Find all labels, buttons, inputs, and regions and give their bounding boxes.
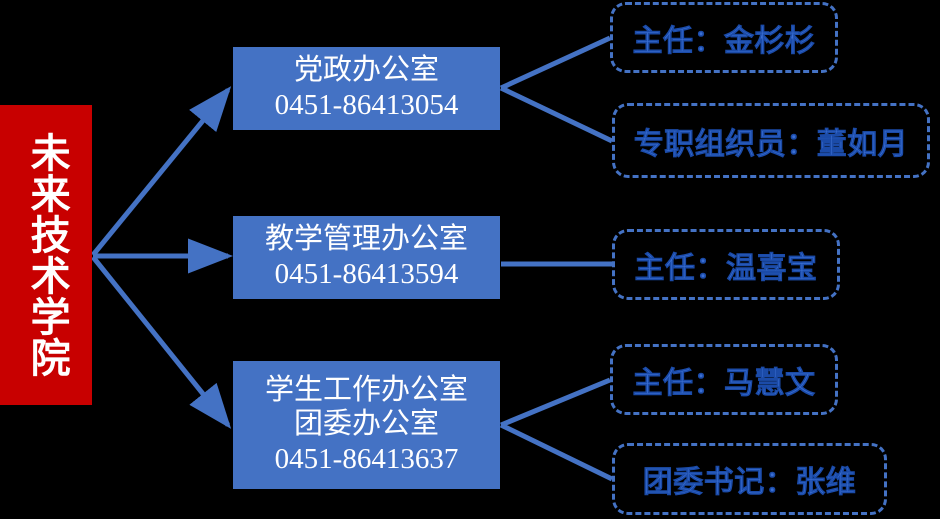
person-3-label: 主任：温喜宝 (634, 251, 818, 285)
connector-dept-3-to-person-4 (500, 377, 611, 428)
dept-box-party-government-office[interactable]: 党政办公室 0451-86413054 (233, 47, 500, 130)
dept-3-name-line-2: 团委办公室 (293, 408, 439, 441)
dept-box-student-affairs-and-youth-league-office[interactable]: 学生工作办公室 团委办公室 0451-86413637 (233, 361, 500, 489)
person-box-director-wen-xibao[interactable]: 主任：温喜宝 (612, 229, 840, 300)
dept-1-phone: 0451-86413054 (274, 89, 459, 122)
connector-dept-1-to-person-2 (499, 85, 614, 144)
person-1-label: 主任：金杉杉 (632, 24, 816, 58)
person-box-organizer-dong-ruyue[interactable]: 专职组织员：董如月 (612, 103, 930, 178)
person-box-director-jin-shanshan[interactable]: 主任：金杉杉 (610, 2, 838, 73)
connector-dept-3-to-person-5 (499, 422, 614, 482)
person-box-league-secretary-zhang-wei[interactable]: 团委书记：张维 (612, 443, 887, 515)
dept-2-name: 教学管理办公室 (264, 223, 468, 256)
dept-3-name-line-1: 学生工作办公室 (264, 373, 468, 406)
person-2-label: 专职组织员：董如月 (633, 127, 909, 161)
connector-dept-1-to-person-1 (499, 35, 612, 91)
person-box-director-ma-huiwen[interactable]: 主任：马慧文 (610, 344, 838, 415)
connector-root-to-dept-3 (91, 255, 232, 429)
root-node-future-technology-college[interactable]: 未来技术学院 (0, 105, 92, 405)
dept-box-teaching-management-office[interactable]: 教学管理办公室 0451-86413594 (233, 216, 500, 299)
dept-1-name: 党政办公室 (293, 54, 439, 87)
connector-root-to-dept-1 (91, 86, 232, 257)
person-5-label: 团委书记：张维 (642, 466, 857, 500)
root-node-label: 未来技术学院 (24, 132, 69, 378)
dept-3-phone: 0451-86413637 (274, 443, 459, 476)
dept-2-phone: 0451-86413594 (274, 258, 459, 291)
person-4-label: 主任：马慧文 (632, 366, 816, 400)
